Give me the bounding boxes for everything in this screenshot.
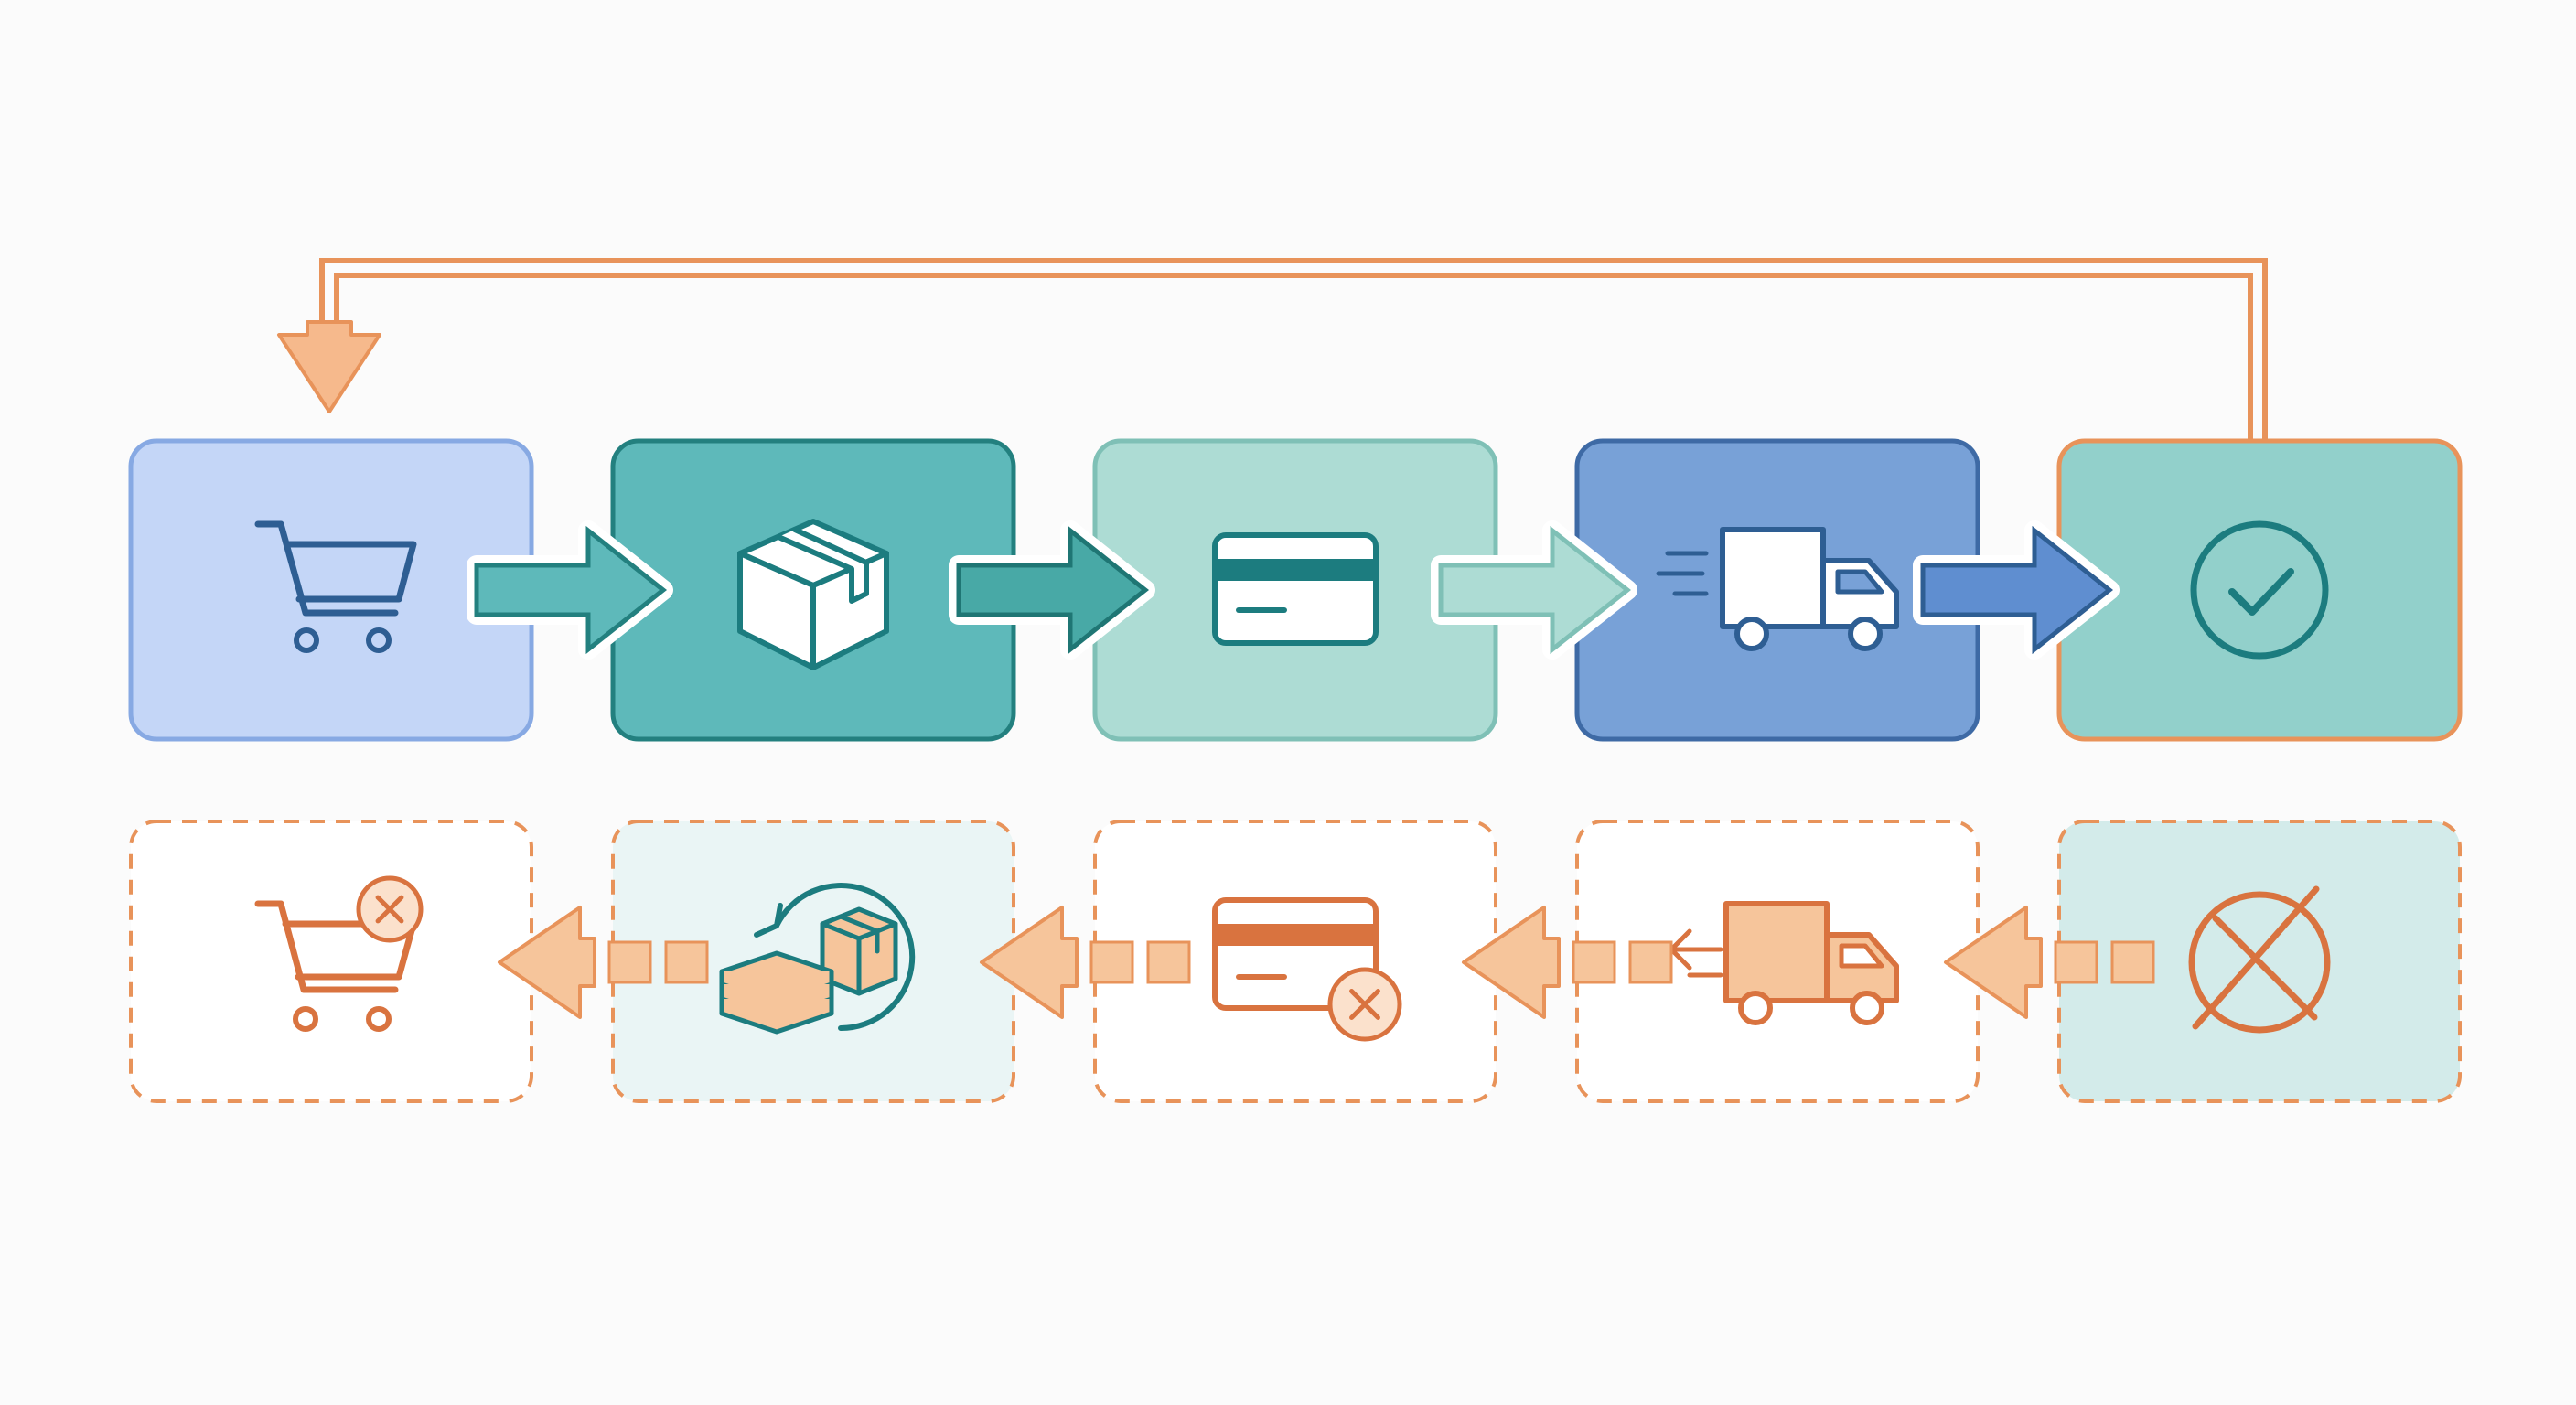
- reverse-arrow-4: [1944, 906, 2155, 1019]
- forward-arrow-1: [467, 520, 673, 660]
- complete-step: [2056, 438, 2463, 742]
- package-box-icon: [737, 519, 889, 670]
- forward-arrow-2: [949, 520, 1155, 660]
- reverse-arrow-2: [980, 906, 1191, 1019]
- cart-cancel-step: [129, 820, 533, 1103]
- forward-process-row: [128, 438, 2463, 742]
- forward-arrow-4: [1913, 520, 2120, 660]
- return-stock-step: [611, 820, 1015, 1103]
- feedback-loop-arrow: [277, 258, 2268, 441]
- card-cancel-icon: [1212, 897, 1402, 1042]
- shopping-cart-icon: [254, 520, 417, 653]
- cancel-circle-icon: [2188, 885, 2331, 1034]
- forward-arrows: [467, 520, 2120, 660]
- reverse-arrow-1: [498, 906, 709, 1019]
- reverse-arrow-3: [1462, 906, 1673, 1019]
- reverse-arrows: [498, 906, 2155, 1019]
- feedback-loop-arrowhead: [277, 320, 381, 413]
- restock-boxes-icon: [719, 883, 916, 1035]
- shipping-step: [1574, 438, 1980, 742]
- reverse-process-row: [129, 820, 2462, 1103]
- delivery-truck-icon: [1656, 527, 1899, 651]
- check-circle-icon: [2190, 520, 2329, 660]
- credit-card-icon: [1212, 532, 1379, 646]
- cart-cancel-icon: [254, 875, 424, 1032]
- forward-arrow-3: [1431, 520, 1637, 660]
- truck-return-icon: [1669, 901, 1899, 1025]
- package-step: [610, 438, 1016, 742]
